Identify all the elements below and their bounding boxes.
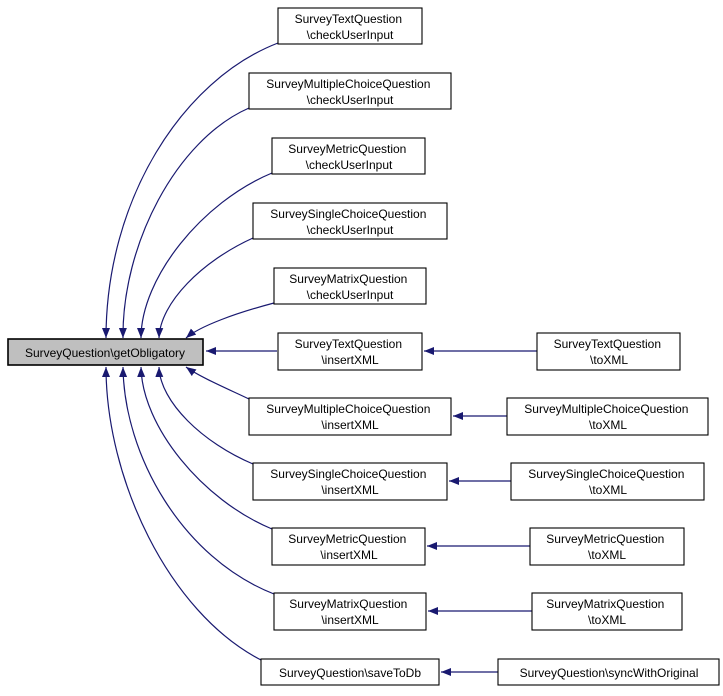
node-label: SurveyTextQuestion \checkUserInput [295, 12, 406, 42]
node-survey-single-choice-question-to-xml[interactable]: SurveySingleChoiceQuestion \toXML [510, 462, 705, 501]
node-box [531, 592, 683, 631]
node-survey-text-question-insert-xml[interactable]: SurveyTextQuestion \insertXML [277, 332, 423, 371]
node-label: SurveyQuestion\saveToDb [279, 666, 421, 680]
node-survey-metric-question-check-user-input[interactable]: SurveyMetricQuestion \checkUserInput [271, 137, 426, 175]
edge-single-insert-to-get-obligatory [155, 366, 254, 465]
node-box [536, 332, 681, 371]
node-survey-matrix-question-check-user-input[interactable]: SurveyMatrixQuestion \checkUserInput [273, 267, 427, 305]
hub-node-label: SurveyQuestion\getObligatory [25, 346, 185, 360]
edge-metric-insert-to-get-obligatory [137, 366, 273, 530]
node-label: SurveyMultipleChoiceQuestion \toXML [524, 402, 691, 432]
node-box [271, 137, 426, 175]
node-label: SurveyMatrixQuestion \toXML [546, 597, 667, 627]
node-label: SurveyMetricQuestion \checkUserInput [288, 142, 409, 172]
node-survey-question-get-obligatory[interactable]: SurveyQuestion\getObligatory [7, 338, 204, 366]
node-label: SurveySingleChoiceQuestion \insertXML [270, 467, 429, 497]
node-box [252, 462, 448, 501]
hub-node-box [7, 338, 204, 366]
edge-single-check-to-get-obligatory [155, 237, 254, 339]
node-label: SurveyMetricQuestion \insertXML [288, 532, 409, 562]
node-survey-text-question-check-user-input[interactable]: SurveyTextQuestion \checkUserInput [277, 7, 423, 45]
node-box [271, 527, 426, 566]
node-box [277, 332, 423, 371]
node-box [273, 267, 427, 305]
node-label: SurveyMetricQuestion \toXML [546, 532, 667, 562]
node-label: SurveyMultipleChoiceQuestion \checkUserI… [266, 77, 433, 107]
node-label: SurveySingleChoiceQuestion \checkUserInp… [270, 207, 429, 237]
node-survey-single-choice-question-insert-xml[interactable]: SurveySingleChoiceQuestion \insertXML [252, 462, 448, 501]
node-survey-single-choice-question-check-user-input[interactable]: SurveySingleChoiceQuestion \checkUserInp… [252, 202, 448, 240]
node-survey-metric-question-to-xml[interactable]: SurveyMetricQuestion \toXML [529, 527, 685, 566]
edge-text-check-to-get-obligatory [102, 42, 279, 339]
node-label: SurveySingleChoiceQuestion \toXML [528, 467, 687, 497]
node-survey-question-sync-with-original[interactable]: SurveyQuestion\syncWithOriginal [497, 658, 720, 686]
node-label: SurveyMultipleChoiceQuestion \insertXML [266, 402, 433, 432]
edge-multi-check-to-get-obligatory [118, 107, 250, 339]
node-label: SurveyMatrixQuestion \checkUserInput [289, 272, 410, 302]
node-survey-matrix-question-to-xml[interactable]: SurveyMatrixQuestion \toXML [531, 592, 683, 631]
edge-multi-insert-to-get-obligatory [185, 366, 250, 400]
node-survey-multiple-choice-question-check-user-input[interactable]: SurveyMultipleChoiceQuestion \checkUserI… [248, 72, 452, 110]
node-box [248, 397, 452, 436]
nodes: SurveyQuestion\getObligatory SurveyTextQ… [7, 7, 720, 686]
node-box [506, 397, 709, 436]
node-survey-question-save-to-db[interactable]: SurveyQuestion\saveToDb [260, 658, 440, 686]
node-box [252, 202, 448, 240]
node-survey-text-question-to-xml[interactable]: SurveyTextQuestion \toXML [536, 332, 681, 371]
node-box [277, 7, 423, 45]
edge-save-to-db-to-get-obligatory [102, 366, 262, 661]
node-box [248, 72, 452, 110]
node-box [497, 658, 720, 686]
node-label: SurveyMatrixQuestion \insertXML [289, 597, 410, 627]
node-survey-multiple-choice-question-insert-xml[interactable]: SurveyMultipleChoiceQuestion \insertXML [248, 397, 452, 436]
edges [102, 42, 537, 676]
edge-matrix-check-to-get-obligatory [185, 302, 275, 339]
edge-matrix-insert-to-get-obligatory [119, 366, 275, 595]
node-label: SurveyTextQuestion \insertXML [295, 337, 406, 367]
edge-metric-check-to-get-obligatory [137, 172, 273, 339]
node-survey-metric-question-insert-xml[interactable]: SurveyMetricQuestion \insertXML [271, 527, 426, 566]
node-survey-matrix-question-insert-xml[interactable]: SurveyMatrixQuestion \insertXML [273, 592, 427, 631]
node-label: SurveyTextQuestion \toXML [554, 337, 665, 367]
node-box [510, 462, 705, 501]
node-box [529, 527, 685, 566]
node-box [273, 592, 427, 631]
node-survey-multiple-choice-question-to-xml[interactable]: SurveyMultipleChoiceQuestion \toXML [506, 397, 709, 436]
node-box [260, 658, 440, 686]
node-label: SurveyQuestion\syncWithOriginal [520, 666, 699, 680]
